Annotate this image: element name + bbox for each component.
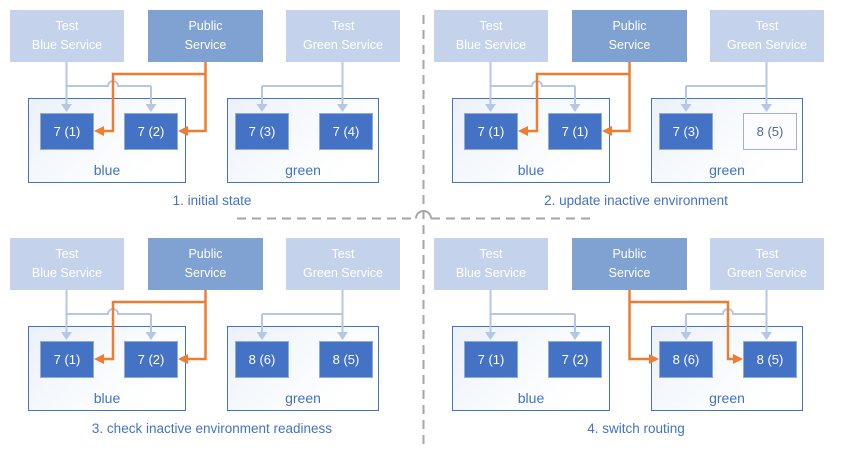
panel-update-inactive-environment: blue green Test Blue Service Public Serv… (424, 0, 848, 228)
blue-environment-label: blue (93, 162, 121, 178)
pod: 7 (4) (319, 113, 373, 150)
pod: 7 (3) (235, 113, 289, 150)
test-green-service-box: Test Green Service (286, 238, 400, 290)
panel-initial-state: blue green Test Blue Service Public Serv… (0, 0, 424, 228)
test-blue-service-box: Test Blue Service (10, 10, 124, 62)
test-blue-service-box: Test Blue Service (434, 10, 548, 62)
blue-environment-label: blue (517, 390, 545, 406)
pod: 7 (3) (659, 113, 713, 150)
blue-environment-label: blue (517, 162, 545, 178)
green-environment-label: green (285, 162, 321, 178)
green-environment-label: green (709, 390, 745, 406)
panel-switch-routing: blue green Test Blue Service Public Serv… (424, 228, 848, 456)
pod: 8 (5) (319, 341, 373, 378)
pod: 7 (1) (548, 113, 602, 150)
green-environment-label: green (285, 390, 321, 406)
green-environment-label: green (709, 162, 745, 178)
pod-updating: 8 (5) (743, 113, 797, 150)
blue-environment-label: blue (93, 390, 121, 406)
pod: 8 (5) (743, 341, 797, 378)
public-service-box: Public Service (148, 238, 263, 290)
test-green-service-box: Test Green Service (710, 238, 824, 290)
pod: 7 (2) (124, 341, 178, 378)
pod: 8 (6) (235, 341, 289, 378)
pod: 7 (1) (40, 341, 94, 378)
test-green-service-box: Test Green Service (710, 10, 824, 62)
pod: 8 (6) (659, 341, 713, 378)
step-caption: 2. update inactive environment (544, 193, 728, 208)
pod: 7 (2) (124, 113, 178, 150)
test-green-service-box: Test Green Service (286, 10, 400, 62)
pod: 7 (2) (548, 341, 602, 378)
public-service-box: Public Service (572, 10, 687, 62)
step-caption: 1. initial state (172, 193, 252, 208)
pod: 7 (1) (40, 113, 94, 150)
pod: 7 (1) (464, 113, 518, 150)
step-caption: 4. switch routing (587, 421, 685, 436)
test-blue-service-box: Test Blue Service (10, 238, 124, 290)
public-service-box: Public Service (572, 238, 687, 290)
step-caption: 3. check inactive environment readiness (91, 421, 333, 436)
panel-check-inactive-environment-readiness: blue green Test Blue Service Public Serv… (0, 228, 424, 456)
test-blue-service-box: Test Blue Service (434, 238, 548, 290)
public-service-box: Public Service (148, 10, 263, 62)
pod: 7 (1) (464, 341, 518, 378)
